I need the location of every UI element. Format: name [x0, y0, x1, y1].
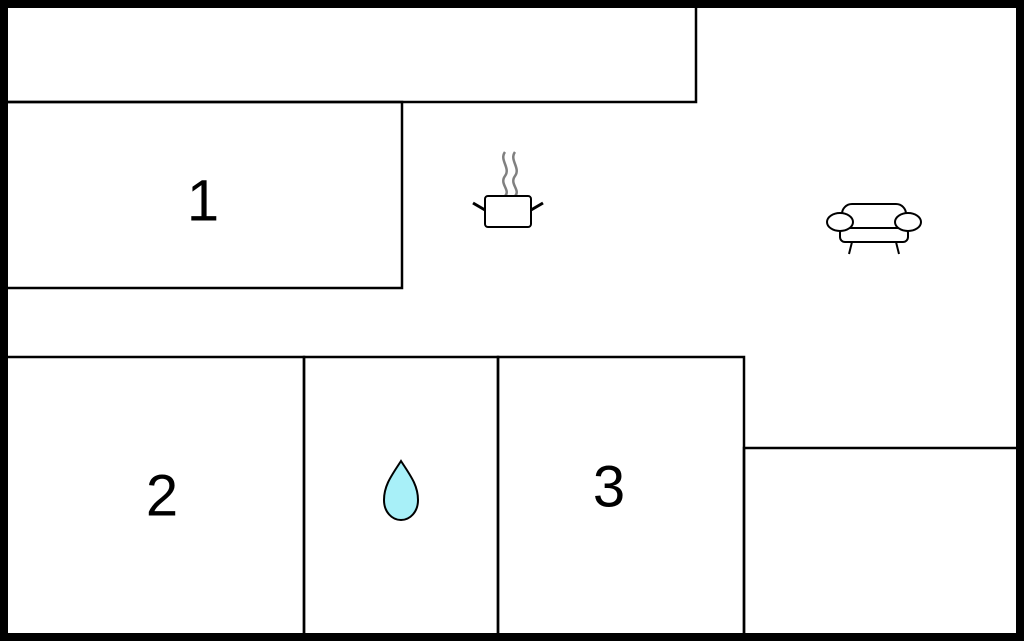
sofa-icon	[826, 203, 922, 255]
pot-body	[484, 195, 532, 228]
sofa-seat	[839, 227, 909, 243]
sofa-leg-left	[848, 241, 853, 255]
sofa-arm-right	[894, 212, 922, 232]
pot-handle-left	[472, 201, 486, 212]
water-drop-icon	[382, 459, 420, 522]
room-1-label: 1	[187, 168, 219, 233]
steam-line-left	[502, 151, 508, 197]
cooking-pot-icon	[472, 151, 544, 228]
steam-line-right	[512, 151, 518, 197]
pot-handle-right	[530, 201, 544, 212]
room-1	[2, 100, 404, 290]
sofa-arm-left	[826, 212, 854, 232]
room-3-label: 3	[593, 454, 625, 519]
room-bottom-right	[742, 446, 1022, 639]
sofa-leg-right	[895, 241, 900, 255]
room-2-label: 2	[146, 463, 178, 528]
